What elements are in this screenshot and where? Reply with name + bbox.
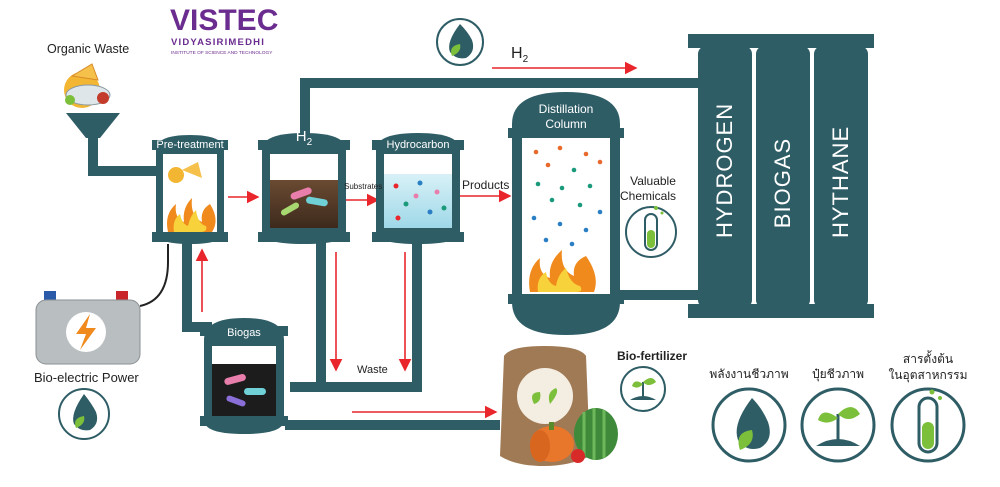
- products-label: Products: [462, 178, 510, 192]
- industrial-feedstock-thai-line1: สารตั้งต้น: [902, 352, 954, 366]
- industrial-feedstock-thai-line2: ในอุตสาหกรรม: [888, 368, 968, 382]
- tank-hydrogen-label: HYDROGEN: [712, 102, 737, 238]
- valuable-chemicals-line1: Valuable: [630, 174, 676, 188]
- pumpkin-icon: [530, 422, 574, 462]
- h2-reactor-label: H2: [258, 128, 350, 148]
- bio-fertilizer-thai-label: ปุ๋ยชีวภาพ: [811, 367, 865, 381]
- pretreatment-label: Pre-treatment: [156, 139, 224, 151]
- tomato-icon: [571, 449, 585, 463]
- molecule-dots: [393, 180, 447, 221]
- h2-reactor-label-main: H: [295, 128, 307, 145]
- tank-hythane-label: HYTHANE: [828, 125, 853, 238]
- organic-waste-pile: [64, 63, 111, 108]
- bio-electric-power-label: Bio-electric Power: [34, 370, 139, 385]
- funnel: [66, 113, 120, 138]
- logo-line1: VIDYASIRIMEDHI: [171, 37, 265, 48]
- particle-dots: [531, 145, 603, 247]
- battery-icon: [35, 291, 141, 365]
- watermelon-icon: [574, 408, 618, 460]
- flow-arrows: [195, 61, 638, 419]
- bio-fertilizer-icon: [620, 366, 666, 412]
- hydrocarbon-label: Hydrocarbon: [386, 139, 450, 151]
- valuable-chemicals-line2: Chemicals: [620, 189, 677, 203]
- chemical-tube-icon: [890, 387, 966, 463]
- chemical-tube-icon: [625, 206, 677, 258]
- pretreatment-vessel: [152, 135, 228, 244]
- bio-energy-thai-label: พลังงานชีวภาพ: [709, 367, 789, 381]
- h2-flow-label: H2: [511, 45, 528, 65]
- tank-biogas-label: BIOGAS: [770, 137, 795, 229]
- bio-fertilizer-label: Bio-fertilizer: [617, 349, 688, 363]
- distillation-label-line2: Column: [545, 117, 587, 131]
- waste-label: Waste: [357, 364, 388, 376]
- h2-flow-label-main: H: [511, 45, 523, 62]
- h2-flow-label-sub: 2: [522, 54, 529, 66]
- bio-energy-icon: [711, 387, 787, 463]
- h2-reactor-label-sub: 2: [306, 137, 313, 148]
- pipes: [88, 78, 700, 430]
- distillation-column: [508, 92, 624, 335]
- storage-tanks: [688, 34, 874, 318]
- vistec-logo: VISTEC VIDYASIRIMEDHI INSTITUTE OF SCIEN…: [170, 4, 278, 56]
- distillation-label-line1: Distillation: [538, 102, 594, 116]
- logo-line2: INSTITUTE OF SCIENCE AND TECHNOLOGY: [171, 50, 273, 56]
- fire-icon: [529, 250, 596, 292]
- substrates-label: Substrates: [344, 182, 383, 191]
- bacteria-icon: [224, 374, 266, 407]
- fire-icon: [167, 198, 216, 232]
- biogas-reactor-label: Biogas: [227, 327, 261, 339]
- bio-energy-icon: [58, 388, 110, 440]
- bacteria-icon: [280, 187, 328, 216]
- hydrocarbon-vessel: [372, 133, 464, 244]
- organic-waste-label: Organic Waste: [47, 42, 130, 56]
- bio-energy-icon: [436, 18, 484, 66]
- power-cable: [139, 244, 169, 307]
- h2-reactor: [258, 133, 350, 244]
- bio-fertilizer-icon: [800, 387, 876, 463]
- biogas-reactor: [200, 318, 288, 434]
- logo-name: VISTEC: [170, 4, 278, 37]
